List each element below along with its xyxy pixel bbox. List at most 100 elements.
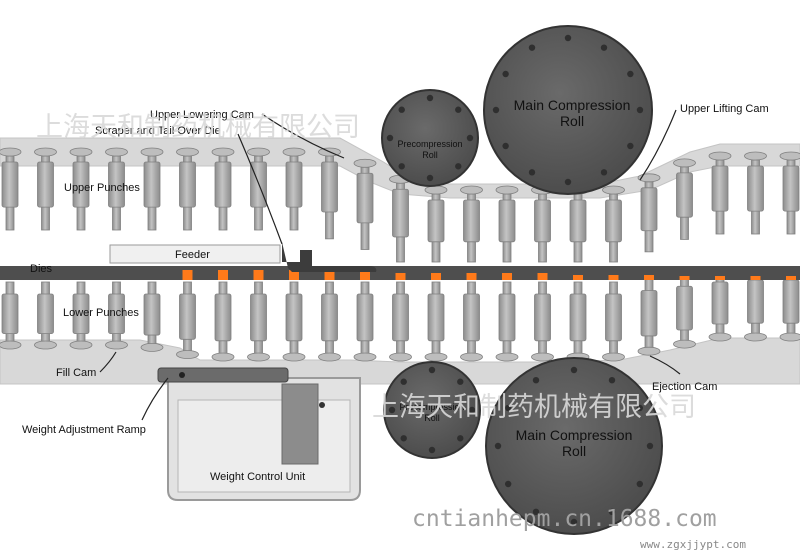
upper-punch <box>424 185 448 263</box>
precompression-roll-top: Precompression Roll <box>381 89 479 187</box>
roll-bolt <box>502 70 509 78</box>
ramp-bolt <box>319 402 325 408</box>
upper-punch <box>495 185 519 263</box>
roll-bolt <box>426 94 434 102</box>
roll-bolt <box>504 404 512 412</box>
lower-punch <box>69 281 93 350</box>
lower-punch <box>531 281 554 362</box>
lower-punch <box>140 281 164 352</box>
leader-lines <box>99 109 681 421</box>
main-roll-bottom-line1: Main Compression <box>516 427 633 443</box>
lower-punch-row <box>0 267 800 362</box>
roll-bolt <box>646 442 654 450</box>
upper-punch <box>460 185 483 263</box>
roll-bolt <box>532 508 540 516</box>
roll-bolt <box>600 44 608 51</box>
weight-adjustment-ramp-label: Weight Adjustment Ramp <box>22 424 146 436</box>
upper-punch <box>602 185 625 263</box>
lower-punch <box>353 281 377 362</box>
die-fill <box>786 276 796 280</box>
die-fill <box>395 273 406 280</box>
pre-roll-top-line2: Roll <box>422 150 438 160</box>
upper-punch <box>140 147 164 231</box>
lower-punch <box>460 281 483 362</box>
die-fill <box>537 273 548 280</box>
leader-scraper <box>237 133 283 245</box>
roll-bolt <box>398 106 405 113</box>
roll-bolt <box>636 106 644 114</box>
roll-bolt <box>388 406 396 414</box>
roll-bolt <box>466 134 474 142</box>
upper-lifting-cam-label: Upper Lifting Cam <box>680 103 769 115</box>
feeder-box <box>109 244 281 264</box>
die-fill <box>218 270 228 280</box>
roll-bolt <box>627 70 634 78</box>
roll-bolt <box>428 366 436 374</box>
upper-punch <box>211 147 235 231</box>
roll-bolt <box>608 508 616 516</box>
lower-punch <box>602 281 625 362</box>
dies-label: Dies <box>30 263 53 275</box>
lower-punch <box>247 281 270 362</box>
roll-bolt <box>564 34 572 42</box>
roll-bolt <box>564 178 572 186</box>
roll-bolt <box>455 163 462 170</box>
lower-punch <box>105 281 128 350</box>
die-fill <box>679 276 690 280</box>
upper-punch <box>176 147 199 231</box>
lower-punch <box>566 281 590 362</box>
die-fill <box>715 276 725 280</box>
roll-bolt <box>492 106 500 114</box>
roll-bolt <box>428 446 436 454</box>
lower-punch <box>495 281 519 362</box>
main-roll-top-line1: Main Compression <box>514 97 631 113</box>
lower-punch <box>176 281 199 359</box>
upper-lowering-cam-label: Upper Lowering Cam <box>150 109 254 121</box>
scraper-tail <box>282 242 377 272</box>
ramp-pivot <box>179 372 185 378</box>
roll-bolt <box>494 442 502 450</box>
watermark-company-bottom: 上海天和制药机械有限公司 <box>372 392 696 423</box>
roll-bolt <box>600 169 608 176</box>
roll-bolt <box>504 480 512 488</box>
roll-bolt <box>570 366 578 374</box>
roll-bolt <box>636 480 644 488</box>
upper-punches-label: Upper Punches <box>64 182 140 194</box>
die-fill <box>324 270 335 280</box>
die-fill <box>253 270 264 280</box>
lower-punch <box>708 269 732 342</box>
lower-punch <box>637 278 661 356</box>
lower-punch <box>211 281 235 362</box>
ejection-cam-label: Ejection Cam <box>652 381 717 393</box>
roll-bolt <box>532 376 540 384</box>
lower-punch <box>0 281 22 350</box>
upper-punch <box>69 147 93 231</box>
roll-bolt <box>398 163 405 170</box>
lower-punch <box>424 281 448 362</box>
lower-punch <box>673 273 696 349</box>
roll-bolt <box>457 378 464 385</box>
weight-control-inner <box>177 399 351 493</box>
weight-control-unit-label: Weight Control Unit <box>210 471 305 483</box>
upper-punch-row <box>0 147 800 263</box>
upper-punch <box>637 173 661 253</box>
roll-bolt <box>627 142 634 150</box>
lower-punch <box>282 281 306 362</box>
watermark-company-top: 上海天和制药机械有限公司 <box>36 112 360 143</box>
roll-bolt <box>426 174 434 182</box>
precompression-roll-bottom: Precompression Roll <box>383 361 481 459</box>
lower-punch <box>34 281 57 350</box>
pre-roll-top-line1: Precompression <box>397 139 462 149</box>
main-roll-top-line2: Roll <box>560 113 584 129</box>
lower-punches-label: Lower Punches <box>63 307 139 319</box>
roll-bolt <box>455 106 462 113</box>
die-fill <box>502 273 512 280</box>
lower-punch <box>318 281 341 362</box>
upper-punch <box>353 158 377 250</box>
upper-punch <box>673 158 696 240</box>
roll-bolt <box>636 404 644 412</box>
leader-weight-ramp <box>141 377 169 421</box>
main-compression-roll-top: Main Compression Roll <box>483 25 653 195</box>
lower-punch <box>779 267 800 342</box>
die-fill <box>644 275 654 280</box>
